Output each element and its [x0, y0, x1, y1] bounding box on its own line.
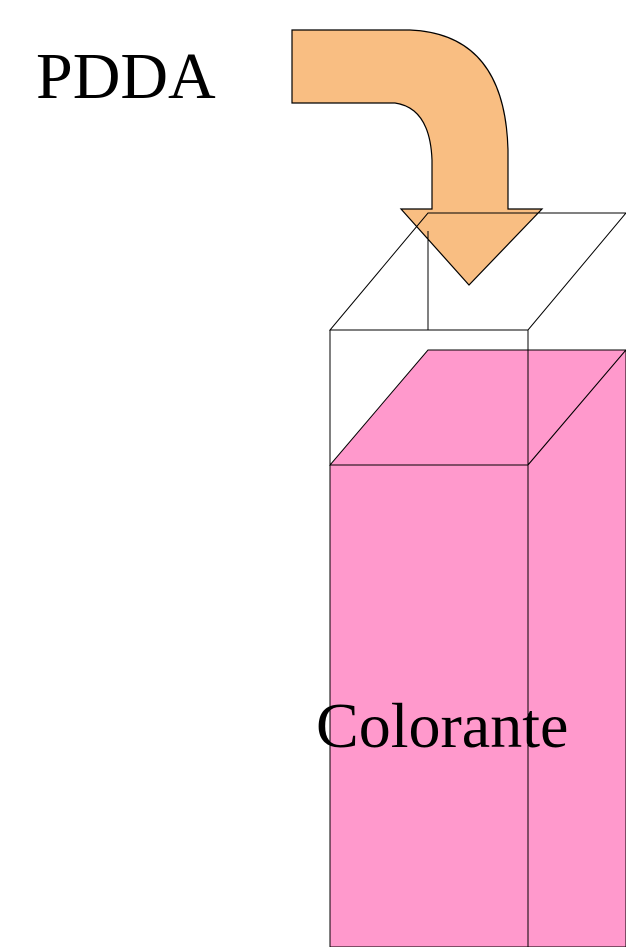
curved-arrow-down-icon — [292, 30, 542, 285]
liquid-label: Colorante — [316, 694, 568, 758]
reagent-label: PDDA — [36, 44, 216, 110]
